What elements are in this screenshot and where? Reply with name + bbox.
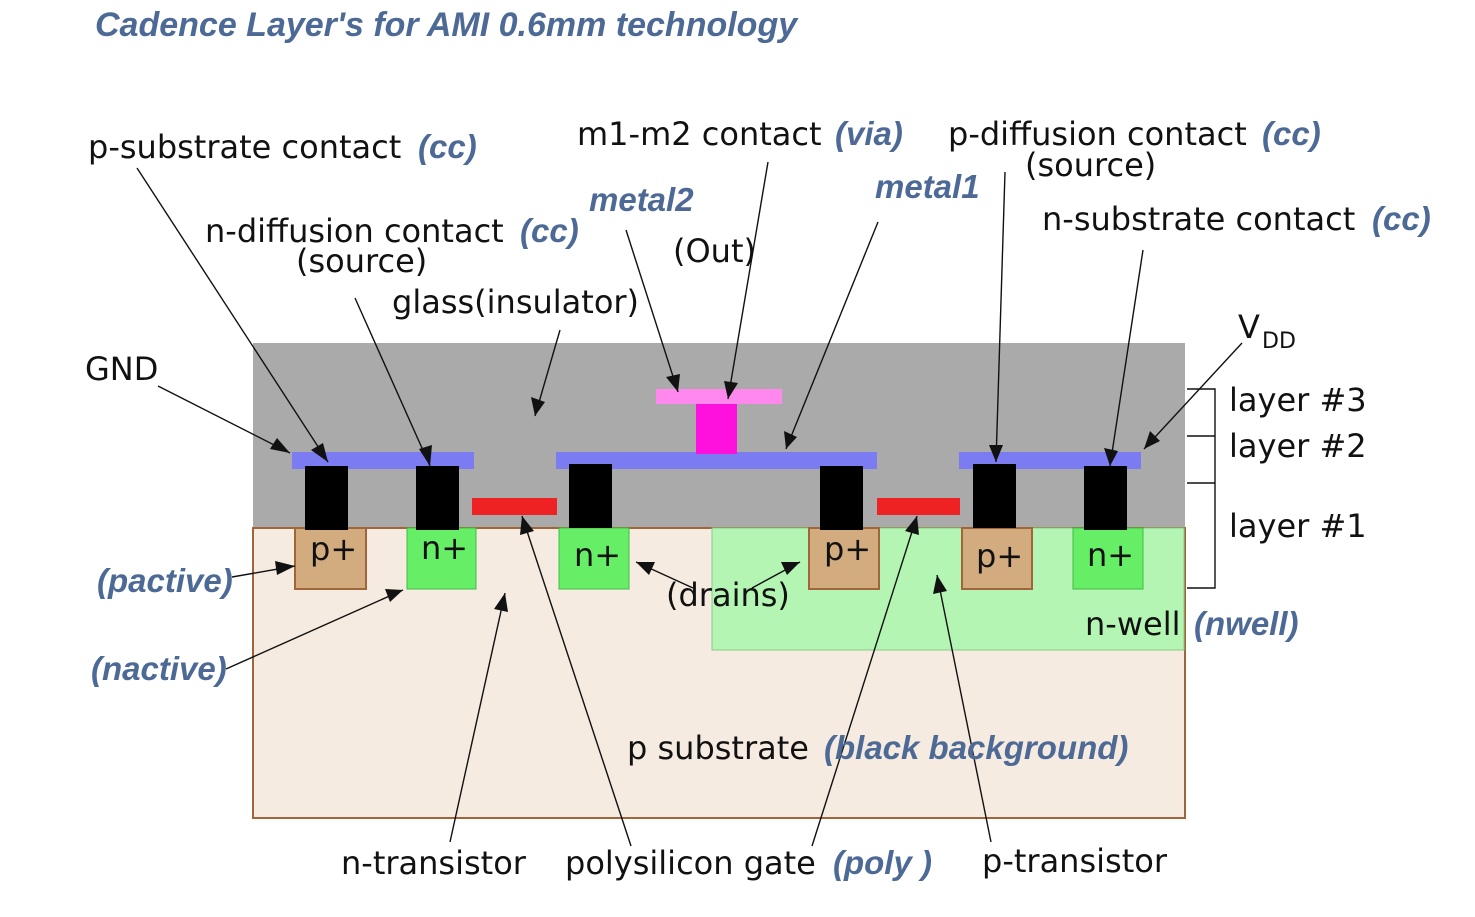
poly-gate-pmos [877, 498, 960, 515]
label-vdd-subscript: DD [1262, 329, 1296, 354]
label-layer-3: layer #3 [1229, 381, 1367, 419]
label-n-diffusion-source: (source) [296, 242, 427, 280]
label-metal1: metal1 [875, 168, 980, 205]
label-p-substrate-layer: (black background) [824, 729, 1128, 766]
label-polysilicon-gate: polysilicon gate [565, 844, 816, 882]
contact-cut [569, 464, 612, 528]
label-n-diffusion-contact-layer: (cc) [520, 212, 579, 249]
label-drains: (drains) [666, 576, 790, 614]
poly-gate-nmos [472, 498, 557, 515]
region-label-n-plus: n+ [574, 536, 621, 574]
label-p-diffusion-contact: p-diffusion contact [948, 115, 1247, 153]
p-plus-source [961, 527, 1033, 590]
region-label-p-plus: p+ [310, 530, 357, 568]
label-n-substrate-contact-layer: (cc) [1372, 200, 1431, 237]
label-layer-1: layer #1 [1229, 507, 1367, 545]
label-metal2: metal2 [589, 181, 694, 218]
contact-cut [820, 466, 863, 530]
label-m1-m2-contact-layer: (via) [835, 115, 903, 152]
label-p-substrate-contact-layer: (cc) [418, 128, 477, 165]
region-label-n-plus: n+ [1087, 536, 1134, 574]
contact-cut [416, 466, 459, 530]
label-gnd: GND [85, 350, 158, 388]
n-plus-source [406, 527, 477, 590]
region-label-n-plus: n+ [421, 529, 468, 567]
label-layer-2: layer #2 [1229, 427, 1367, 465]
label-p-diffusion-contact-layer: (cc) [1262, 115, 1321, 152]
n-plus-substrate-contact [1072, 527, 1144, 590]
region-label-p-plus: p+ [824, 530, 871, 568]
label-p-substrate-contact: p-substrate contact [88, 128, 401, 166]
p-plus-substrate-contact [294, 527, 367, 590]
label-n-transistor: n-transistor [341, 844, 527, 882]
label-p-substrate: p substrate [627, 729, 809, 767]
label-m1-m2-contact: m1-m2 contact [577, 115, 822, 153]
label-n-diffusion-contact: n-diffusion contact [205, 212, 504, 250]
label-n-well: n-well [1085, 605, 1180, 643]
label-out: (Out) [673, 232, 756, 270]
pointer-lines [136, 161, 1243, 847]
region-label-p-plus: p+ [976, 537, 1023, 575]
label-glass-insulator: glass(insulator) [392, 283, 639, 321]
contact-cut [305, 466, 348, 530]
n-plus-drain [558, 527, 630, 590]
label-nactive: (nactive) [91, 650, 227, 687]
label-p-transistor: p-transistor [982, 842, 1168, 880]
via-m1-m2 [696, 399, 737, 454]
label-n-well-layer: (nwell) [1194, 605, 1299, 642]
label-n-substrate-contact: n-substrate contact [1042, 200, 1355, 238]
label-vdd: V [1238, 308, 1260, 346]
page-title: Cadence Layer's for AMI 0.6mm technology [95, 6, 799, 44]
contact-cut [973, 464, 1016, 528]
contact-cut [1084, 466, 1127, 530]
label-p-diffusion-source: (source) [1025, 146, 1156, 184]
label-polysilicon-gate-layer: (poly ) [833, 844, 932, 881]
metal2-line [656, 389, 782, 404]
metal1-out [556, 452, 877, 469]
label-pactive: (pactive) [97, 562, 233, 599]
pointer-arrowheads [270, 374, 1160, 612]
layer-bracket [1187, 388, 1216, 589]
p-plus-drain [808, 527, 880, 590]
